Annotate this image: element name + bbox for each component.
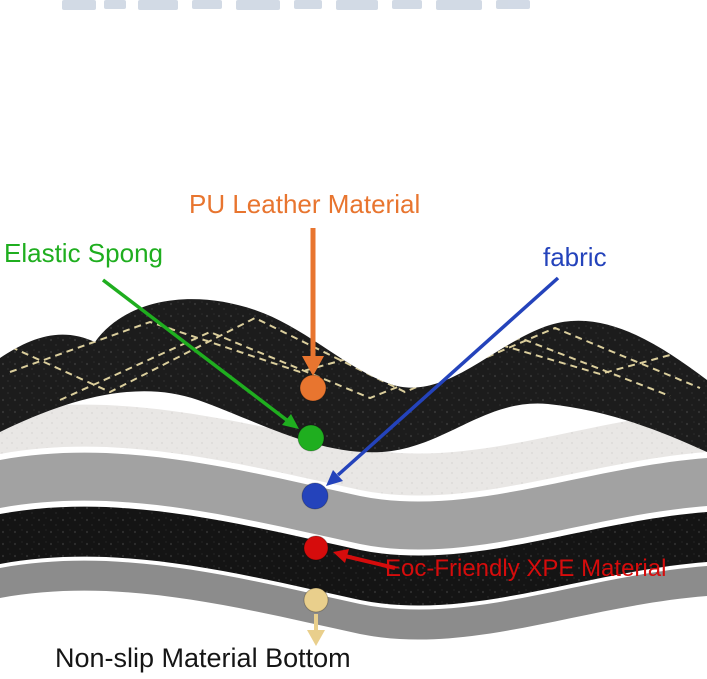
marker-dot-non-slip: [303, 587, 329, 613]
cropped-watermark-remnant: [62, 0, 530, 10]
marker-dot-pu-leather: [299, 374, 327, 402]
arrow-fabric: [336, 276, 560, 477]
fabric-label: fabric: [543, 242, 607, 272]
layer-stack: [0, 299, 707, 640]
elastic-sponge-label: Elastic Spong: [4, 238, 163, 268]
stitch-line: [59, 330, 671, 401]
layer-marker-dots: [297, 374, 329, 613]
arrow-elastic-sponge: [101, 278, 290, 423]
marker-dot-elastic-sponge: [297, 424, 325, 452]
arrowhead-elastic-sponge-icon: [282, 414, 299, 429]
arrowhead-xpe-icon: [333, 549, 349, 563]
arrowhead-fabric-icon: [326, 470, 343, 486]
pu-leather-label: PU Leather Material: [189, 189, 421, 219]
marker-dot-fabric: [301, 482, 329, 510]
pointer-arrows: [101, 228, 560, 646]
arrowhead-pu-leather-icon: [302, 356, 324, 376]
layer-fabric: [0, 452, 707, 550]
stitch-line: [0, 316, 701, 394]
xpe-material-label: Eoc-Friendly XPE Material: [385, 555, 667, 582]
arrowhead-non-slip-icon: [307, 630, 325, 646]
non-slip-bottom-label: Non-slip Material Bottom: [55, 643, 351, 673]
arrow-xpe: [344, 554, 396, 570]
layer-non-slip-bottom: [0, 560, 707, 640]
marker-dot-xpe: [303, 535, 329, 561]
